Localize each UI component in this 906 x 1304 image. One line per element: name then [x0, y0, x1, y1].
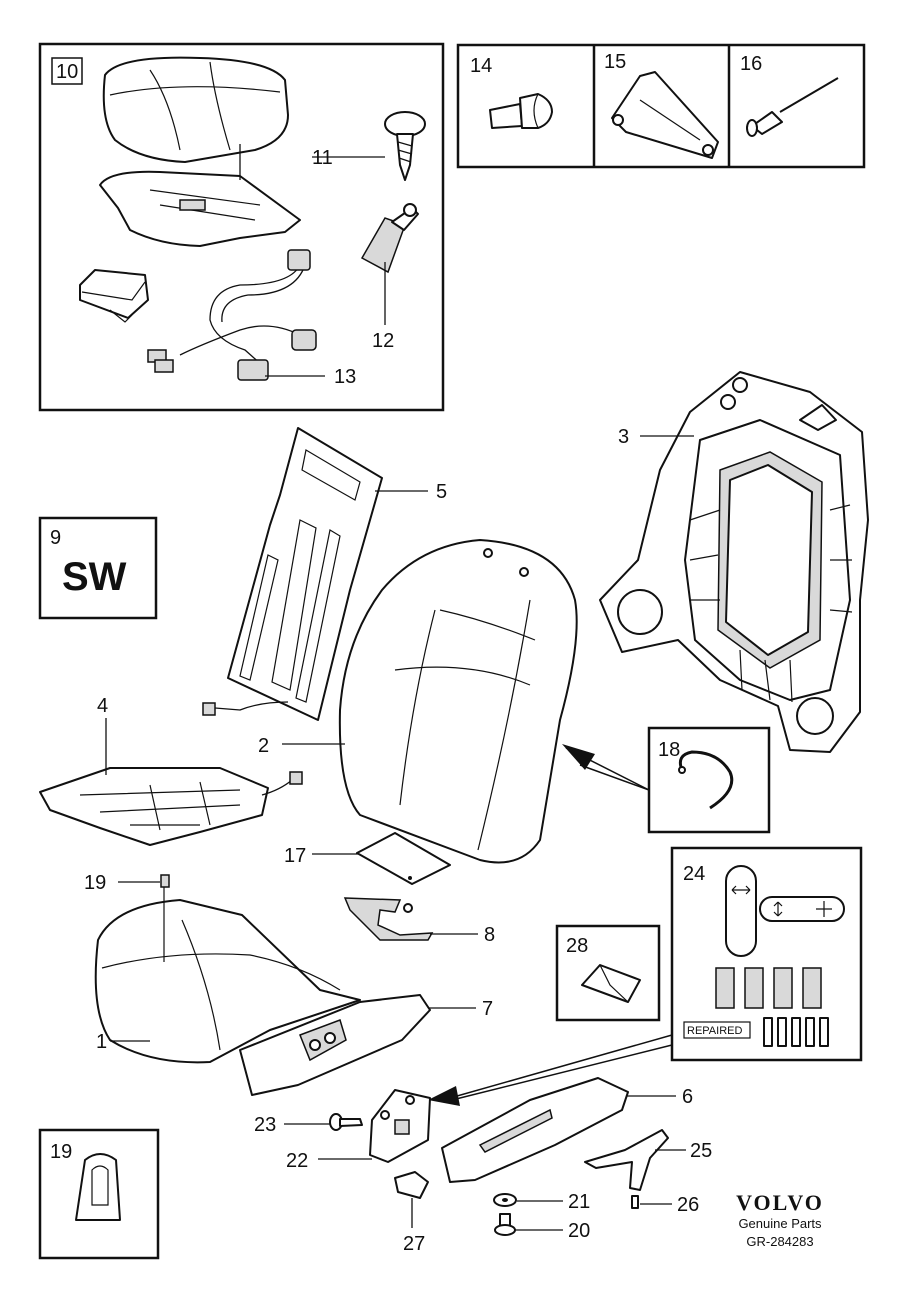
- callout-18: 18: [658, 739, 680, 761]
- switch-knobs: [715, 967, 822, 1009]
- kit-box-24: [670, 846, 863, 1062]
- callout-26: 26: [677, 1194, 699, 1216]
- bracket-25: [584, 1129, 669, 1191]
- knob-27: [394, 1171, 429, 1199]
- screw-20: [494, 1213, 516, 1236]
- callout-19b: 19: [50, 1141, 72, 1163]
- callout-25: 25: [690, 1140, 712, 1162]
- seat-cushion-1: [94, 874, 361, 1064]
- clip-12: [360, 203, 419, 274]
- callout-21: 21: [568, 1191, 590, 1213]
- cushion-heater-4: [39, 767, 303, 846]
- backrest-upholstery-2: [338, 539, 578, 864]
- repaired-label: REPAIRED: [687, 1025, 742, 1037]
- side-panel-7: [239, 994, 431, 1096]
- callout-2: 2: [258, 735, 269, 757]
- callout-16: 16: [740, 53, 762, 75]
- fastener-boxes: [456, 43, 866, 169]
- control-module: [79, 269, 149, 323]
- seat-heater-mat: [99, 170, 301, 247]
- seat-cushion-pad: [102, 56, 289, 163]
- callout-14: 14: [470, 55, 492, 77]
- callout-19a: 19: [84, 872, 106, 894]
- push-pin-14: [489, 93, 553, 129]
- callout-23: 23: [254, 1114, 276, 1136]
- kit-box-10: 10: [38, 42, 445, 412]
- switch-assembly-22: [369, 1089, 431, 1163]
- washer-21: [493, 1193, 517, 1207]
- rivet-16: [746, 77, 839, 137]
- callout-27: 27: [403, 1233, 425, 1255]
- callout-11-label: 11: [312, 147, 333, 169]
- kit-box-28: [555, 924, 661, 1022]
- bracket-15: [611, 71, 719, 159]
- callout-28: 28: [566, 935, 588, 957]
- callout-12: 12: [372, 330, 394, 352]
- heater-element-8: [343, 897, 434, 941]
- callout-15: 15: [604, 51, 626, 73]
- sw-label: SW: [62, 555, 127, 599]
- wiring-harness: [147, 249, 317, 381]
- callout-7: 7: [482, 998, 493, 1020]
- callout-6: 6: [682, 1086, 693, 1108]
- screw-23: [329, 1113, 363, 1131]
- callout-8: 8: [484, 924, 495, 946]
- callout-24: 24: [683, 863, 705, 885]
- callout-20: 20: [568, 1220, 590, 1242]
- pad-17: [356, 832, 451, 885]
- kit-box-19: [38, 1128, 160, 1260]
- callout-1: 1: [96, 1031, 107, 1053]
- brand-subtitle: Genuine Parts: [738, 1216, 822, 1231]
- callout-17: 17: [284, 845, 306, 867]
- callout-13: 13: [334, 366, 356, 388]
- arrow-18: [562, 744, 650, 791]
- screw-26: [631, 1195, 639, 1209]
- brand-block: VOLVO Genuine Parts GR-284283: [736, 1190, 824, 1249]
- side-trim-6: [441, 1077, 629, 1183]
- backrest-frame-3: [599, 371, 869, 753]
- diagram-reference: GR-284283: [746, 1234, 813, 1249]
- callout-4: 4: [97, 695, 108, 717]
- callout-5: 5: [436, 481, 447, 503]
- kit-box-9: [38, 516, 158, 620]
- callout-10: 10: [56, 61, 78, 83]
- kit-box-18: [647, 726, 771, 834]
- screws-24: [763, 1017, 829, 1047]
- callout-22: 22: [286, 1150, 308, 1172]
- callout-3: 3: [618, 426, 629, 448]
- arrow-24: [428, 1034, 673, 1106]
- brand-logo: VOLVO: [736, 1190, 824, 1215]
- screw-11: [384, 111, 426, 181]
- backrest-heater-5: [202, 427, 383, 721]
- callout-9: 9: [50, 527, 61, 549]
